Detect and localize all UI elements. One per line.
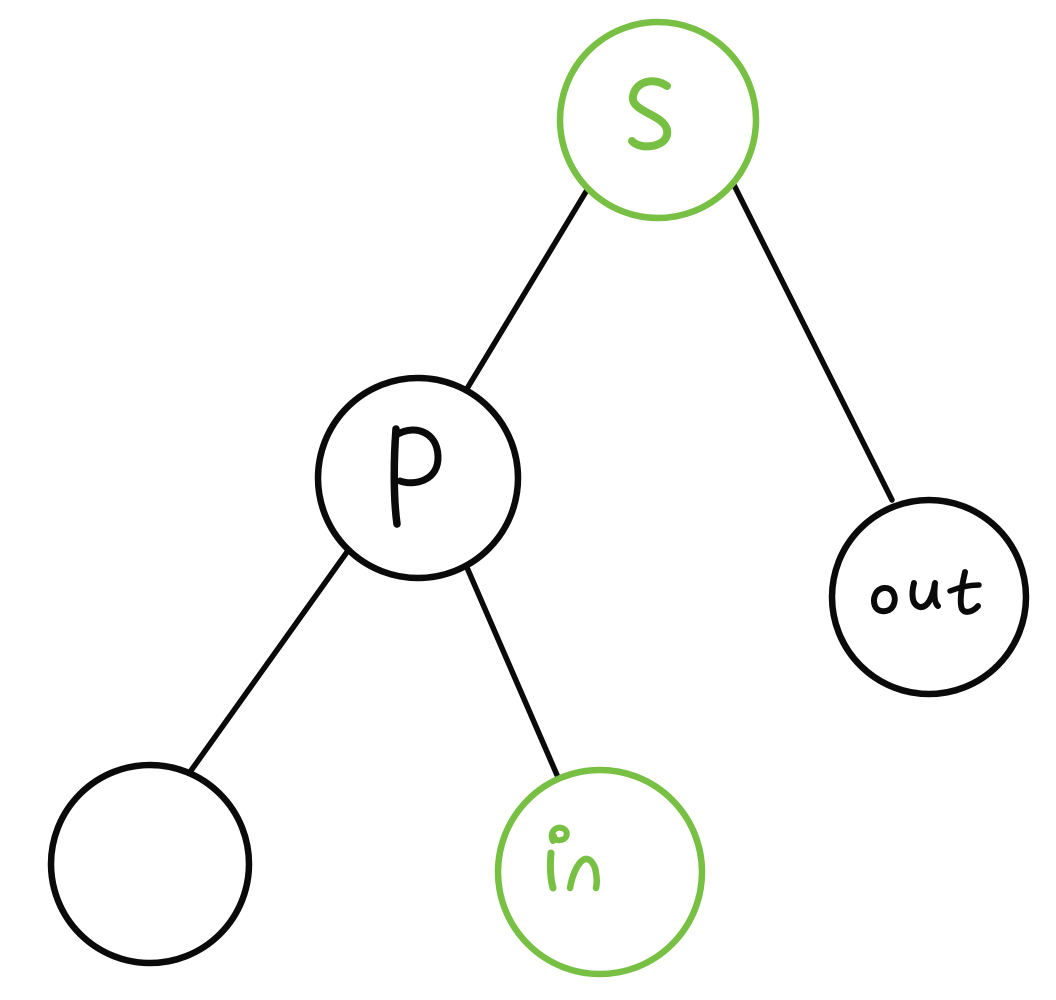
node-s-label — [628, 77, 672, 151]
edge-p-empty — [187, 549, 350, 775]
edge-p-in — [462, 560, 560, 778]
node-out-label — [871, 569, 982, 615]
node-out — [828, 496, 1030, 698]
node-in-label — [546, 824, 600, 892]
node-p-label — [390, 425, 442, 528]
node-empty-circle — [47, 761, 253, 967]
node-empty — [47, 761, 253, 967]
node-s — [556, 18, 760, 222]
edge-s-out — [730, 180, 895, 503]
node-p-circle — [314, 374, 522, 582]
edge-s-p — [462, 187, 590, 395]
node-in-circle — [494, 766, 706, 978]
node-in — [494, 766, 706, 978]
node-p — [314, 374, 522, 582]
